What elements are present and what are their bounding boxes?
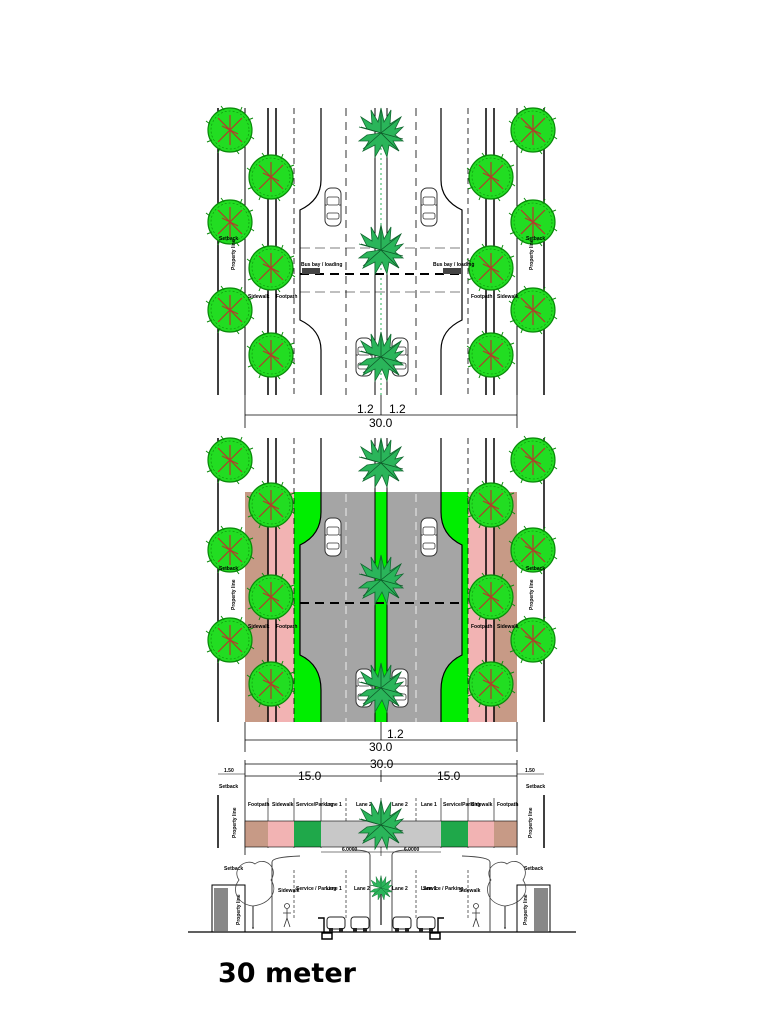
elev-lane4-label: Lane 1 xyxy=(421,886,437,892)
plan2-dim-total: 30.0 xyxy=(369,740,393,754)
section-seg9-label: Sidewalk xyxy=(471,802,493,808)
plan1-dim-median-right: 1.2 xyxy=(389,402,406,416)
section-seg1-label: Footpath xyxy=(248,802,269,808)
plan1-dim-total: 30.0 xyxy=(369,416,393,430)
section-dim-right-setback: 1.50 xyxy=(525,768,535,774)
plan1-dim-median-left: 1.2 xyxy=(357,402,374,416)
elev-right-setback-label: Setback xyxy=(524,866,543,872)
section-seg6-label: Lane 2 xyxy=(392,802,408,808)
elev-right-property-label: Property line xyxy=(523,894,529,925)
elev-left-parking-label: Service / Parking xyxy=(296,886,336,892)
page-title: 30 meter xyxy=(218,958,356,989)
section-seg7-label: Lane 1 xyxy=(421,802,437,808)
street-elevation: Setback Setback Property line Property l… xyxy=(188,849,576,940)
section-left-property-label: Property line xyxy=(232,807,238,838)
elev-left-sidewalk-label: Sidewalk xyxy=(278,888,300,894)
plan1-left-bay-label: Bus bay / loading xyxy=(301,262,342,268)
elev-lane2-label: Lane 2 xyxy=(354,886,370,892)
plan1-right-setback-label: Setback xyxy=(526,236,545,242)
plan1-right-property-label: Property line xyxy=(529,239,535,270)
plan1-right-bay-label: Bus bay / loading xyxy=(433,262,474,268)
plan1-left-property-label: Property line xyxy=(231,239,237,270)
section-seg8-label: Service/Parking xyxy=(443,802,481,808)
plan2-left-setback-label: Setback xyxy=(219,566,238,572)
plan-linework: Property line Property line Setback Setb… xyxy=(205,105,558,430)
plan2-left-property-label: Property line xyxy=(231,579,237,610)
section-dim-lane-right: 6.0000 xyxy=(404,847,420,853)
plan-colored: Property line Property line Setback Setb… xyxy=(205,435,558,754)
plan1-right-sidewalk-label: Sidewalk xyxy=(497,294,519,300)
section-dim-left-setback: 1.50 xyxy=(224,768,234,774)
section-right-outside-label: Setback xyxy=(526,784,545,790)
elev-left-setback-label: Setback xyxy=(224,866,243,872)
elev-left-property-label: Property line xyxy=(236,894,242,925)
plan2-right-property-label: Property line xyxy=(529,579,535,610)
section-seg3-label: Service/Parking xyxy=(296,802,334,808)
plan2-right-setback-label: Setback xyxy=(526,566,545,572)
plan1-left-setback-label: Setback xyxy=(219,236,238,242)
plan1-right-footpath-label: Footpath xyxy=(471,294,492,300)
plan2-right-footpath-label: Footpath xyxy=(471,624,492,630)
plan2-right-sidewalk-label: Sidewalk xyxy=(497,624,519,630)
section-left-outside-label: Setback xyxy=(219,784,238,790)
section-seg10-label: Footpath xyxy=(497,802,518,808)
plan2-left-footpath-label: Footpath xyxy=(276,624,297,630)
plan1-left-sidewalk-label: Sidewalk xyxy=(248,294,270,300)
section-seg2-label: Sidewalk xyxy=(272,802,294,808)
section-seg5-label: Lane 2 xyxy=(356,802,372,808)
section-dim-left-half: 15.0 xyxy=(298,769,322,783)
section-plan: 30.0 15.0 15.0 1.50 1.50 Setback Setback… xyxy=(217,757,545,856)
plan1-left-footpath-label: Footpath xyxy=(276,294,297,300)
elev-right-parking-label: Service / Parking xyxy=(423,886,463,892)
section-dim-total: 30.0 xyxy=(370,757,394,771)
elev-lane1-label: Lane 1 xyxy=(326,886,342,892)
elev-right-sidewalk-label: Sidewalk xyxy=(459,888,481,894)
elev-lane3-label: Lane 2 xyxy=(392,886,408,892)
section-right-property-label: Property line xyxy=(528,807,534,838)
section-dim-right-half: 15.0 xyxy=(437,769,461,783)
section-dim-lane-left: 6.0000 xyxy=(342,847,358,853)
plan2-left-sidewalk-label: Sidewalk xyxy=(248,624,270,630)
section-seg4-label: Lane 1 xyxy=(326,802,342,808)
plan2-dim-median: 1.2 xyxy=(387,727,404,741)
